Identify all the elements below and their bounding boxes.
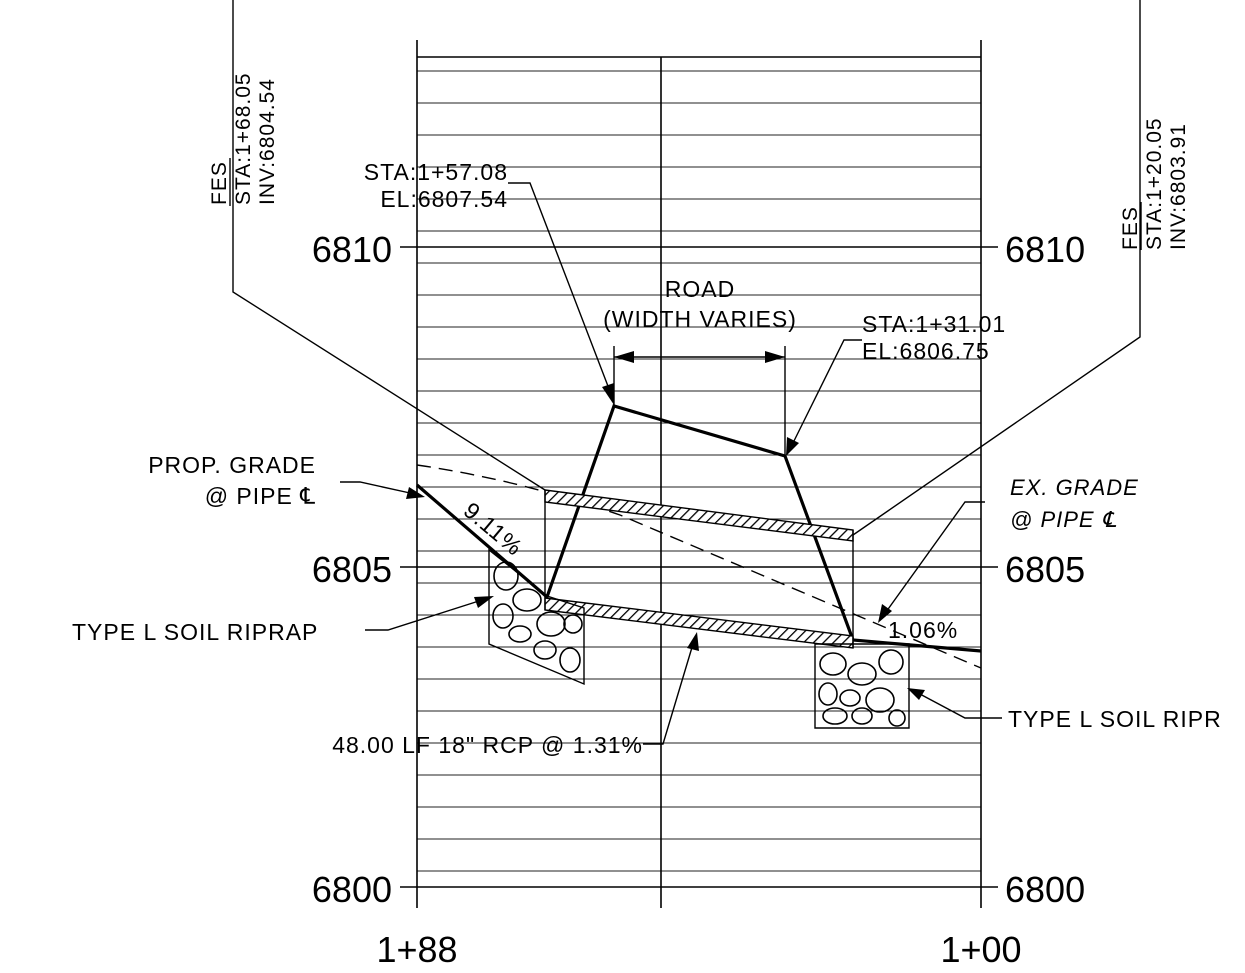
elevation-grid-lines [417, 70, 981, 872]
fes-right-invert: INV:6803.91 [1167, 123, 1190, 250]
prop-grade-sub-label: @ PIPE ℄ [205, 483, 316, 509]
elevation-label-6805-left: 6805 [312, 549, 392, 590]
fes-left-title: FES [208, 161, 231, 205]
station-label-left: 1+88 [376, 929, 457, 970]
elevation-label-6810-left: 6810 [312, 229, 392, 270]
riprap-right [814, 643, 910, 729]
sta-high-leader [508, 182, 612, 395]
ex-grade-leader [885, 501, 985, 613]
sta-high-arrow [602, 383, 614, 405]
riprap-left-label: TYPE L SOIL RIPRAP [72, 619, 318, 645]
prop-grade-arrow [406, 487, 425, 499]
fes-right-label: FES STA:1+20.05 INV:6803.91 [1119, 117, 1190, 250]
elevation-label-6800-left: 6800 [312, 869, 392, 910]
ex-grade-label: EX. GRADE [1010, 475, 1139, 500]
road-dim-arrow-right [765, 351, 785, 363]
pipe-invert [544, 597, 854, 649]
pipe-label-arrow [687, 632, 699, 651]
sta-high-station: STA:1+57.08 [364, 159, 508, 185]
elevation-label-6810-right: 6810 [1005, 229, 1085, 270]
sta-low-station: STA:1+31.01 [862, 311, 1006, 337]
riprap-right-label: TYPE L SOIL RIPR [1008, 706, 1222, 732]
sta-high-elevation: EL:6807.54 [380, 186, 508, 212]
elevation-label-6805-right: 6805 [1005, 549, 1085, 590]
existing-grade-line [416, 464, 982, 669]
fes-right-station: STA:1+20.05 [1143, 117, 1166, 250]
elevation-label-6800-right: 6800 [1005, 869, 1085, 910]
fes-left-invert: INV:6804.54 [256, 78, 279, 205]
riprap-left-leader [365, 599, 483, 631]
ex-grade-sub-label: @ PIPE ℄ [1010, 507, 1117, 532]
sta-low-elevation: EL:6806.75 [862, 338, 990, 364]
riprap-left [488, 548, 585, 686]
fes-right-title: FES [1119, 206, 1142, 250]
pipe-length-label: 48.00 LF 18" RCP @ 1.31% [332, 732, 643, 758]
prop-grade-label: PROP. GRADE [148, 452, 316, 478]
fes-left-station: STA:1+68.05 [232, 72, 255, 205]
sta-low-arrow [786, 437, 799, 456]
fes-left-label: FES STA:1+68.05 INV:6804.54 [208, 72, 279, 205]
slope-right-label: 1.06% [888, 617, 958, 643]
riprap-left-arrow [474, 596, 494, 608]
riprap-right-arrow [907, 688, 925, 700]
prop-grade-leader [340, 481, 411, 494]
road-label: ROAD [665, 276, 735, 302]
pipe-label-leader [643, 643, 694, 745]
ex-grade-arrow [878, 604, 892, 623]
road-dim-arrow-left [614, 351, 634, 363]
fes-right-leader [852, 0, 1141, 536]
station-label-right: 1+00 [940, 929, 1021, 970]
road-width-label: (WIDTH VARIES) [603, 306, 797, 332]
fes-left-leader [232, 0, 546, 491]
sta-low-leader [791, 339, 862, 446]
riprap-right-leader [917, 692, 1002, 719]
profile-grid [400, 40, 998, 908]
